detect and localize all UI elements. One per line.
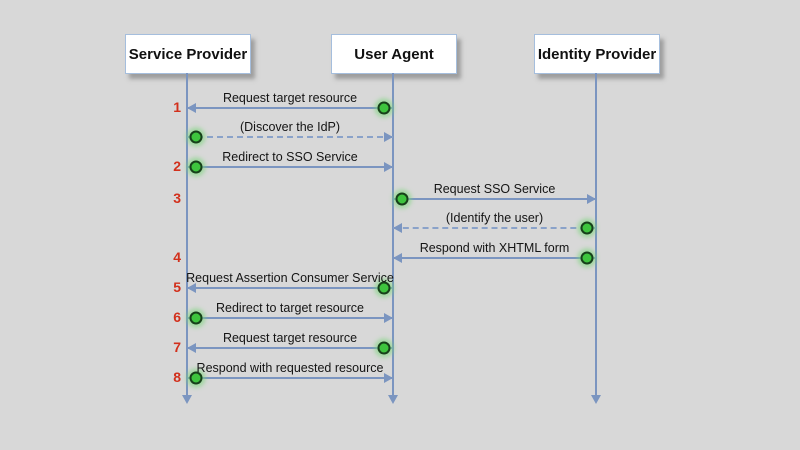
actor-box-sp: Service Provider bbox=[125, 34, 251, 74]
message-label-1: Request target resource bbox=[222, 91, 358, 105]
message-line-10 bbox=[187, 377, 393, 379]
message-line-9 bbox=[187, 347, 393, 349]
message-arrowhead-left-9 bbox=[187, 343, 196, 353]
message-label-2: (Discover the IdP) bbox=[239, 120, 341, 134]
lifeline-sp bbox=[186, 73, 188, 395]
message-number-1: 1 bbox=[173, 99, 181, 115]
message-label-7: Request Assertion Consumer Service bbox=[186, 271, 394, 285]
message-label-10: Respond with requested resource bbox=[196, 361, 384, 375]
message-number-4: 4 bbox=[173, 249, 181, 265]
message-arrowhead-right-4 bbox=[587, 194, 596, 204]
message-line-3 bbox=[187, 166, 393, 168]
message-line-5 bbox=[393, 227, 596, 229]
message-number-2: 2 bbox=[173, 158, 181, 174]
message-start-circle-8 bbox=[189, 311, 203, 325]
message-arrowhead-right-2 bbox=[384, 132, 393, 142]
message-arrowhead-left-6 bbox=[393, 253, 402, 263]
message-arrowhead-left-5 bbox=[393, 223, 402, 233]
message-start-circle-1 bbox=[377, 101, 391, 115]
message-start-circle-7 bbox=[377, 281, 391, 295]
actor-box-ua: User Agent bbox=[331, 34, 457, 74]
message-start-circle-2 bbox=[189, 130, 203, 144]
actor-box-idp: Identity Provider bbox=[534, 34, 660, 74]
message-label-9: Request target resource bbox=[222, 331, 358, 345]
message-arrowhead-left-7 bbox=[187, 283, 196, 293]
message-start-circle-6 bbox=[580, 251, 594, 265]
message-label-4: Request SSO Service bbox=[433, 182, 556, 196]
message-start-circle-4 bbox=[395, 192, 409, 206]
message-line-2 bbox=[187, 136, 393, 138]
message-number-3: 3 bbox=[173, 190, 181, 206]
message-line-6 bbox=[393, 257, 596, 259]
message-label-3: Redirect to SSO Service bbox=[222, 150, 358, 164]
message-line-7 bbox=[187, 287, 393, 289]
message-number-8: 8 bbox=[173, 369, 181, 385]
actor-label-idp: Identity Provider bbox=[537, 45, 657, 63]
message-arrowhead-right-8 bbox=[384, 313, 393, 323]
lifeline-end-arrow-sp bbox=[182, 395, 192, 404]
message-line-8 bbox=[187, 317, 393, 319]
message-start-circle-10 bbox=[189, 371, 203, 385]
message-number-7: 7 bbox=[173, 339, 181, 355]
lifeline-end-arrow-idp bbox=[591, 395, 601, 404]
message-label-6: Respond with XHTML form bbox=[419, 241, 570, 255]
message-label-5: (Identify the user) bbox=[445, 211, 544, 225]
message-arrowhead-left-1 bbox=[187, 103, 196, 113]
message-start-circle-5 bbox=[580, 221, 594, 235]
message-arrowhead-right-3 bbox=[384, 162, 393, 172]
message-start-circle-9 bbox=[377, 341, 391, 355]
lifeline-end-arrow-ua bbox=[388, 395, 398, 404]
message-label-8: Redirect to target resource bbox=[216, 301, 364, 315]
message-number-5: 5 bbox=[173, 279, 181, 295]
message-arrowhead-right-10 bbox=[384, 373, 393, 383]
message-start-circle-3 bbox=[189, 160, 203, 174]
message-line-4 bbox=[393, 198, 596, 200]
lifeline-ua bbox=[392, 73, 394, 395]
actor-label-sp: Service Provider bbox=[128, 45, 248, 63]
lifeline-idp bbox=[595, 73, 597, 395]
message-line-1 bbox=[187, 107, 393, 109]
message-number-6: 6 bbox=[173, 309, 181, 325]
actor-label-ua: User Agent bbox=[354, 45, 434, 63]
